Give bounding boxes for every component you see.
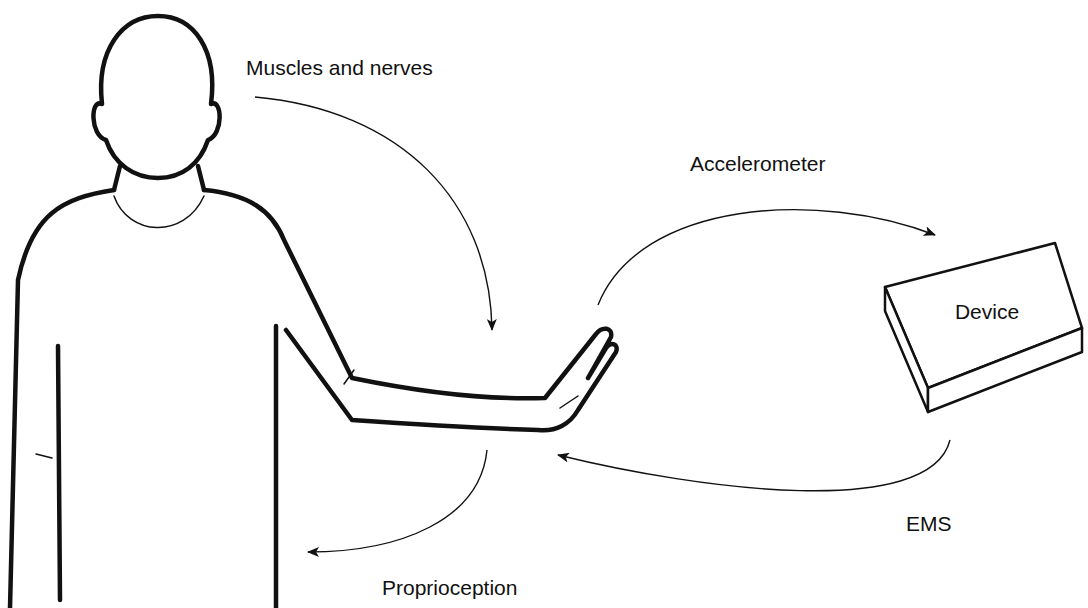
arrow-ems bbox=[558, 440, 950, 491]
sleeve-line bbox=[36, 454, 52, 458]
device-box: Device bbox=[880, 240, 1086, 418]
callout-label: Muscles and nerves bbox=[246, 56, 433, 80]
node-label: Device bbox=[955, 300, 1019, 324]
box-face bbox=[885, 287, 928, 412]
callout-label: Proprioception bbox=[382, 576, 517, 600]
head bbox=[93, 16, 219, 178]
arm bbox=[204, 190, 617, 430]
finger-line bbox=[560, 396, 578, 408]
collar bbox=[114, 196, 204, 228]
left-shoulder bbox=[10, 190, 114, 608]
neck bbox=[114, 166, 120, 190]
box-outline bbox=[880, 240, 1086, 418]
torso-side bbox=[274, 326, 279, 608]
neck bbox=[198, 166, 204, 190]
arrow-muscles bbox=[255, 97, 492, 330]
box-face bbox=[928, 328, 1082, 412]
arrow-proprioception bbox=[308, 450, 487, 552]
callout-label: EMS bbox=[906, 512, 952, 536]
callout-label: Accelerometer bbox=[690, 152, 825, 176]
left-arm bbox=[58, 346, 60, 600]
sleeve-line bbox=[344, 370, 354, 384]
